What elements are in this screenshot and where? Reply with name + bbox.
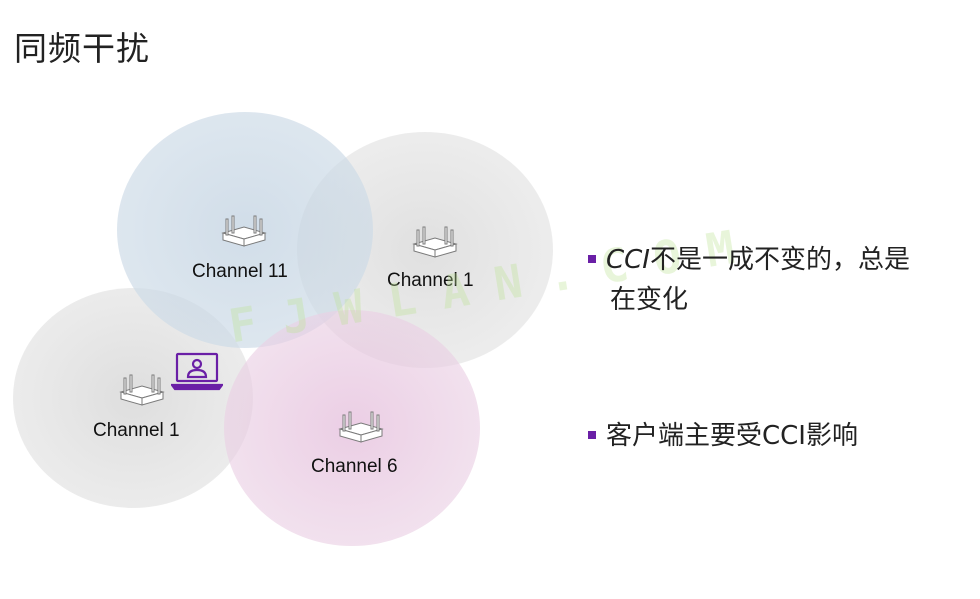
bullet-item: CCI不是一成不变的，总是 在变化 — [586, 240, 976, 320]
ap-label-channel-1-left: Channel 1 — [93, 420, 180, 441]
bullet-marker — [588, 431, 596, 439]
ap-label-channel-1-top-right: Channel 1 — [387, 270, 474, 291]
bullet-italic-prefix: CCI — [606, 245, 650, 275]
bullet-list: CCI不是一成不变的，总是 在变化 客户端主要受CCI影响 — [586, 240, 976, 456]
router-icon — [221, 215, 267, 247]
router-icon — [338, 411, 384, 443]
router-icon — [412, 226, 458, 258]
page-title: 同频干扰 — [14, 29, 150, 68]
ap-label-channel-6: Channel 6 — [311, 456, 398, 477]
ap-label-channel-11: Channel 11 — [192, 261, 288, 282]
bullet-continuation: 在变化 — [610, 285, 689, 315]
bullet-item: 客户端主要受CCI影响 — [586, 416, 976, 456]
bullet-text: 客户端主要受CCI影响 — [606, 421, 858, 451]
laptop-user-icon — [171, 352, 223, 391]
bullet-text: 不是一成不变的，总是 — [649, 245, 910, 275]
bullet-marker — [588, 255, 596, 263]
router-icon — [119, 374, 165, 406]
